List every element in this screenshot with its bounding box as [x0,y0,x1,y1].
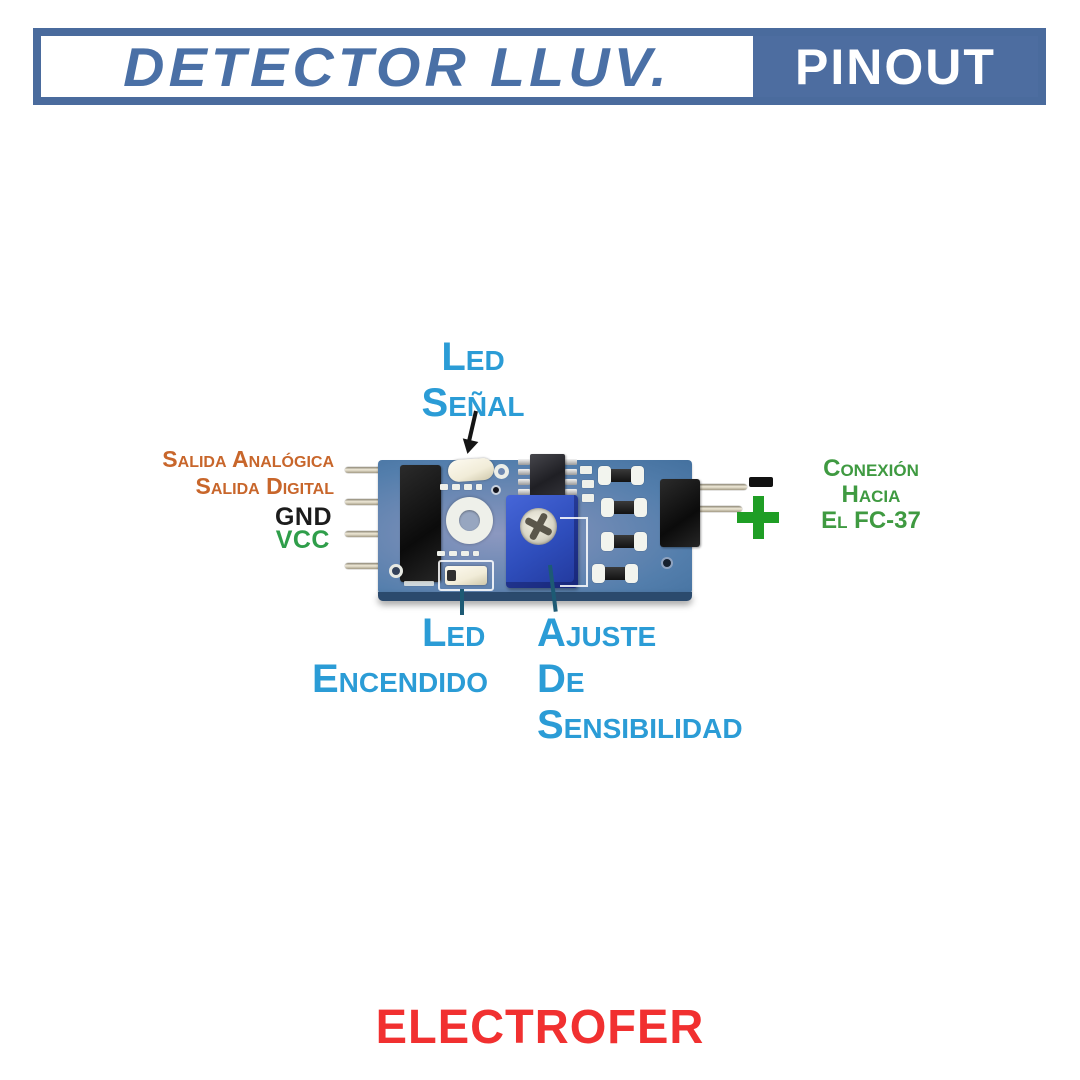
silkscreen-mark [452,484,460,490]
mounting-hole-center [459,510,480,531]
smd-resistor [601,532,647,551]
potentiometer-screw [520,508,557,545]
smd-resistor [598,466,644,485]
header-banner: DETECTOR LLUV. PINOUT [33,28,1046,105]
silkscreen-mark [461,551,469,556]
silkscreen-ring-top [494,464,509,479]
silkscreen-mark [464,484,472,490]
label-salida-digital: Salida Digital [195,473,334,499]
brand-logo: ELECTROFER [375,1001,705,1054]
board-edge-shadow [378,592,692,601]
pin-header-left [400,465,441,582]
smd-resistor [592,564,638,583]
pin-header-right [660,479,700,547]
label-led-senal-line2: Señal [421,381,525,425]
silkscreen-part-number [404,581,434,586]
signal-led [447,457,495,483]
ic-leg [565,469,577,475]
plus-symbol [753,496,764,539]
pin-salida-digital [345,499,402,505]
silkscreen-mark [476,484,482,490]
pinout-badge: PINOUT [753,36,1038,97]
label-ajuste: Ajuste De Sensibilidad [537,610,743,748]
pin-salida-analogica [345,467,402,473]
label-ajuste-line1: Ajuste [537,611,657,655]
pin-negative [690,484,747,490]
label-led-encendido-line2: Encendido [312,657,489,701]
label-conexion-line3: El FC-37 [821,507,921,534]
solder-pad [580,466,592,474]
ic-leg [518,459,530,465]
label-conexion: Conexión Hacia El FC-37 [806,456,936,534]
smd-resistor [601,498,647,517]
label-salida-analogica: Salida Analógica [162,446,334,472]
power-led-cathode [447,570,456,581]
label-ajuste-line3: Sensibilidad [537,703,743,747]
ic-leg [565,459,577,465]
label-led-encendido-line1: Led [422,611,486,655]
ic-leg [565,489,577,495]
encendido-leader-line [460,589,464,615]
solder-pad [582,480,594,488]
label-vcc: VCC [275,526,330,554]
potentiometer [506,495,578,588]
pin-vcc [345,563,402,569]
silkscreen-mark [437,551,445,556]
power-led-outline [438,560,494,591]
pin-positive [690,506,742,512]
pin-gnd [345,531,402,537]
ic-leg [518,479,530,485]
solder-pad [582,494,594,502]
ic-leg [518,469,530,475]
silkscreen-mark [440,484,448,490]
minus-symbol [749,477,773,487]
comparator-ic [530,454,565,499]
page-title: DETECTOR LLUV. [123,35,671,98]
silkscreen-mark [449,551,457,556]
label-conexion-line2: Hacia [841,481,901,508]
label-gnd: GND [274,503,332,531]
label-led-senal: Led Señal [378,334,568,426]
ic-leg [565,479,577,485]
senal-arrow-head [459,438,479,456]
label-ajuste-line2: De [537,657,585,701]
label-led-senal-line1: Led [441,335,505,379]
test-point-dot [491,485,501,495]
via-hole [661,557,673,569]
ic-leg [518,489,530,495]
silkscreen-mark [473,551,479,556]
silkscreen-bracket [560,517,588,587]
mount-hole-bottom-left [389,564,403,578]
label-conexion-line1: Conexión [823,455,919,482]
